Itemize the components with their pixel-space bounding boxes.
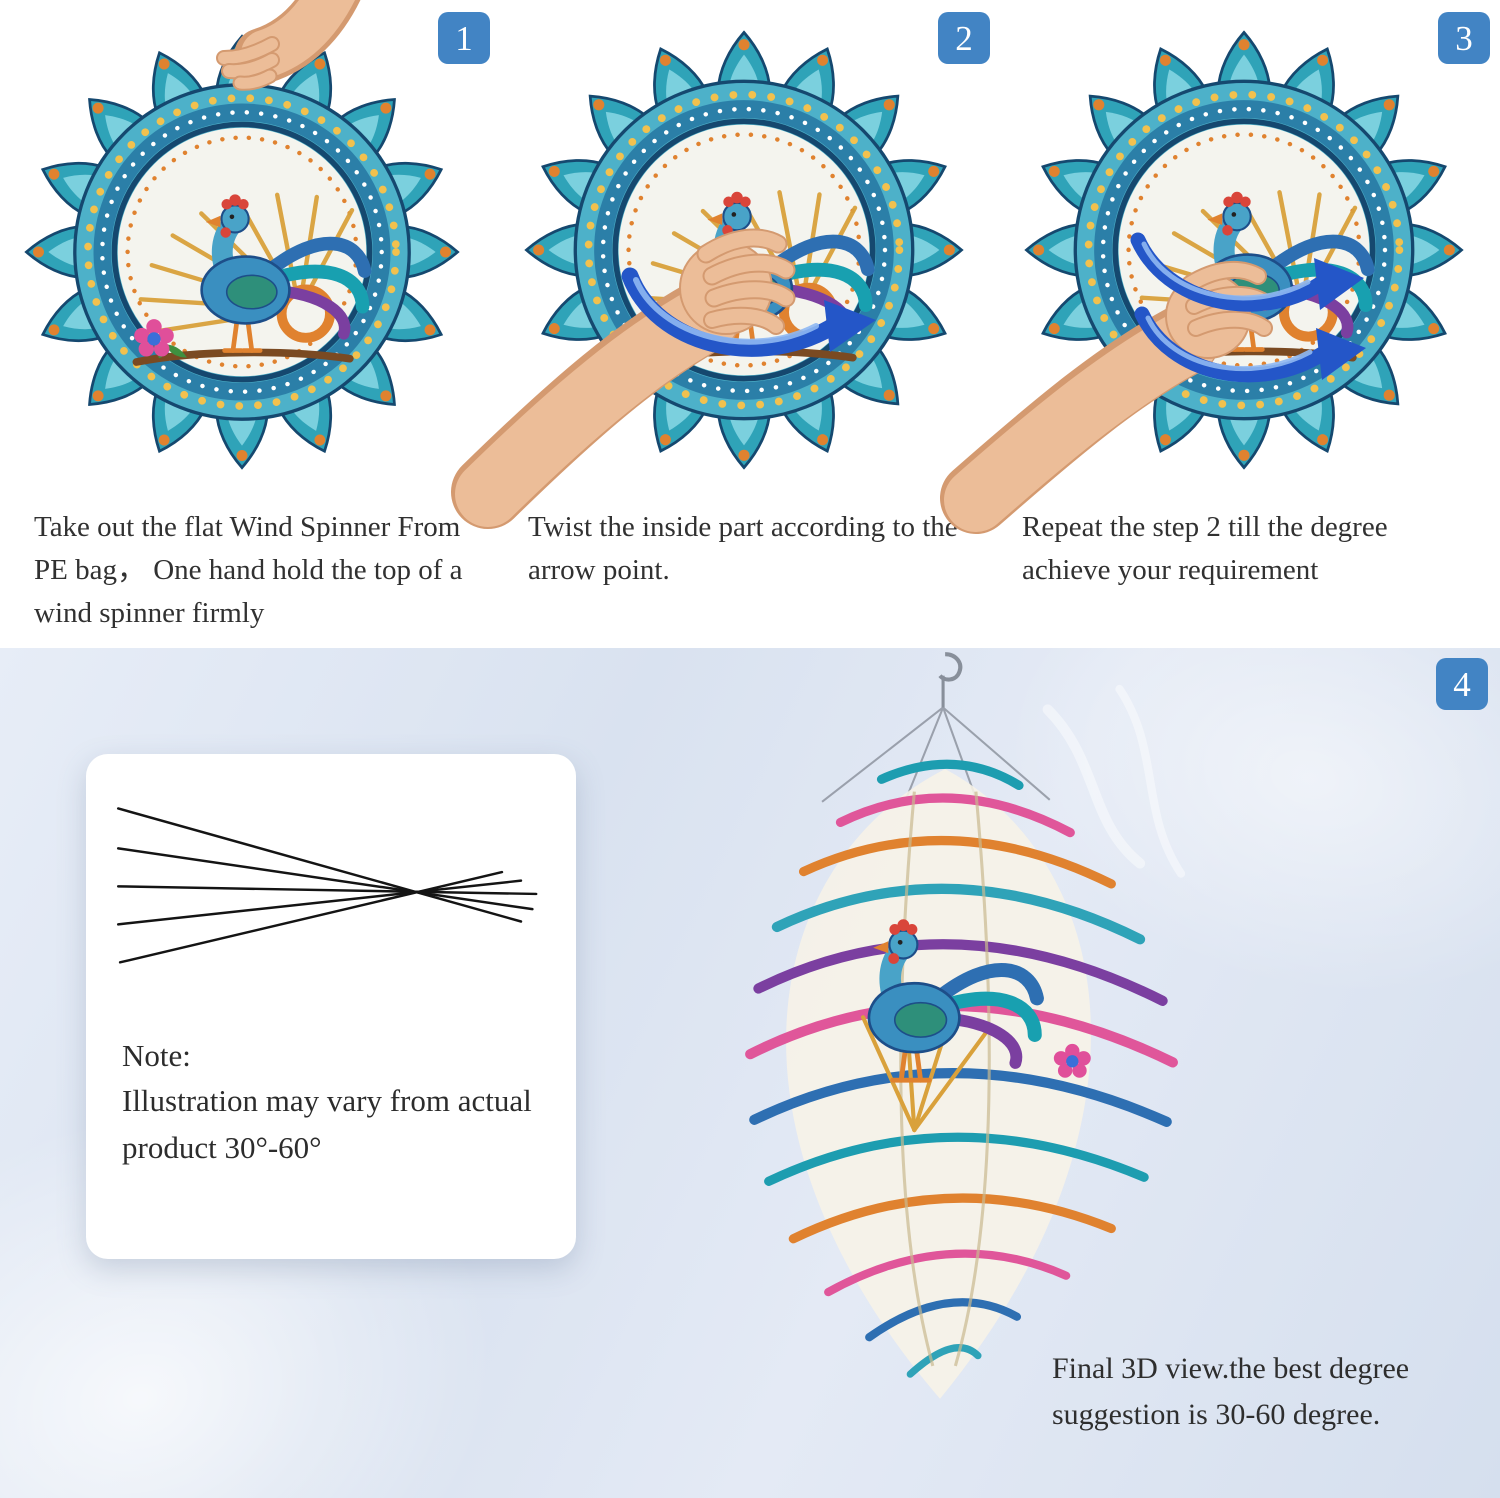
hand-icon — [940, 260, 1273, 534]
step-3-panel: 3 — [940, 0, 1500, 648]
step-3-illustration — [940, 12, 1478, 534]
step-4-number-badge: 4 — [1436, 658, 1488, 710]
step-1-caption: Take out the flat Wind Spinner From PE b… — [34, 511, 463, 629]
wind-spinner-flat-image — [18, 0, 478, 494]
step-1-illustration — [18, 0, 478, 494]
final-section: 4 Note: Illustration may vary from actua… — [0, 648, 1500, 1498]
step-3-caption: Repeat the step 2 till the degree achiev… — [1022, 511, 1388, 586]
twist-arrow-icon — [621, 267, 876, 357]
step-1-panel: 1 — [0, 0, 500, 648]
step-3-number-badge: 3 — [1438, 12, 1490, 64]
step-1-number-badge: 1 — [438, 12, 490, 64]
wind-spinner-repeat-twist-image — [940, 12, 1478, 534]
note-body: Illustration may vary from actual produc… — [122, 1083, 532, 1165]
step-2-number-badge: 2 — [938, 12, 990, 64]
step-2-caption: Twist the inside part according to the a… — [528, 511, 958, 586]
blade-spread-diagram — [116, 807, 538, 964]
hand-icon — [216, 0, 361, 91]
flower-icon — [1053, 1043, 1091, 1078]
twist-arrows-icon — [1130, 232, 1366, 383]
note-title: Note: — [122, 1038, 191, 1073]
final-caption: Final 3D view.the best degree suggestion… — [1052, 1352, 1410, 1431]
wind-spinner-twist-image — [451, 12, 978, 529]
note-card: Note: Illustration may vary from actual … — [86, 754, 576, 1259]
hanging-hook-icon — [821, 652, 1051, 805]
step-2-illustration — [451, 12, 978, 529]
step-2-panel: 2 — [451, 0, 1000, 648]
steps-row: 1 — [0, 0, 1500, 648]
final-3d-spinner-image — [600, 648, 1280, 1448]
